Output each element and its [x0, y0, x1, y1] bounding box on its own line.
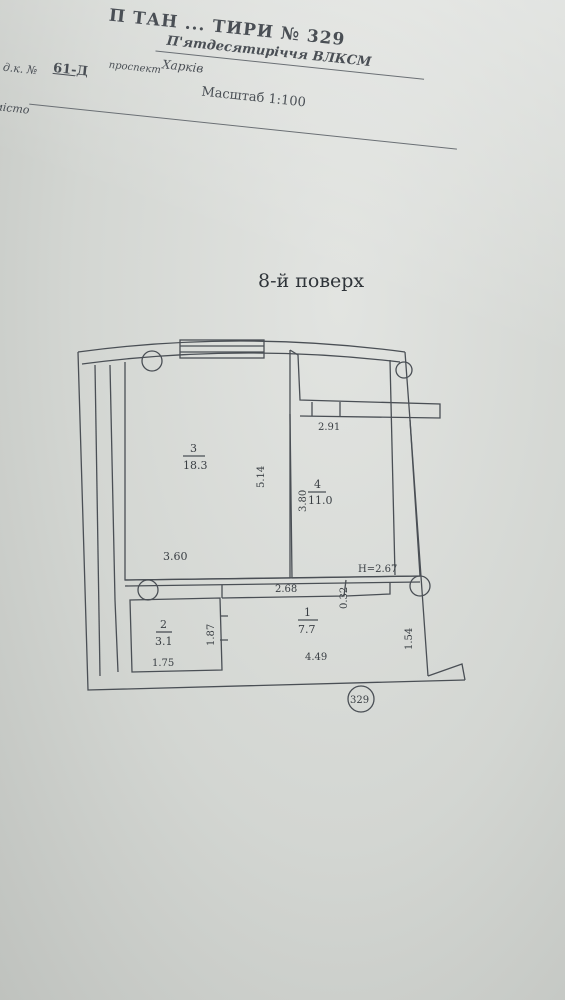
room-1-number: 1: [304, 606, 311, 619]
room-3-area: 18.3: [183, 459, 208, 472]
room-2-number: 2: [160, 618, 167, 631]
right-inner-wall: [389, 359, 396, 576]
apartment-number-circle: [347, 685, 375, 713]
room-1-walls: [221, 579, 391, 599]
ceiling-height: H=2.67: [358, 564, 397, 575]
outer-wall-right: [404, 351, 429, 677]
dim-1-75: 1.75: [152, 658, 174, 669]
dim-1-87: 1.87: [206, 624, 217, 646]
dim-4-49: 4.49: [305, 652, 327, 663]
dim-3-80: 3.80: [298, 490, 309, 512]
dim-0-32: 0.32: [339, 587, 350, 609]
apartment-number: 329: [350, 695, 369, 706]
column-top-left: [141, 350, 163, 372]
room-4-number: 4: [314, 478, 321, 491]
room-4-area: 11.0: [308, 494, 333, 507]
outer-wall-top: [77, 340, 406, 353]
middle-wall: [124, 575, 421, 581]
window-top: [179, 339, 265, 359]
left-column: [109, 364, 116, 601]
floor-title: 8-й поверх: [258, 270, 365, 292]
column-top-right: [395, 361, 413, 379]
dim-2-68: 2.68: [275, 584, 297, 595]
room-3-number: 3: [190, 442, 197, 455]
outer-wall-top-inner: [81, 352, 401, 365]
balcony-4: [289, 349, 441, 419]
outer-wall-left-bottom: [77, 351, 466, 691]
outer-wall-left-inner: [94, 364, 101, 677]
room-2-area: 3.1: [155, 635, 173, 648]
column-mid-right: [409, 575, 431, 597]
dim-3-60: 3.60: [163, 550, 188, 563]
room-1-area: 7.7: [298, 623, 316, 636]
dim-5-14: 5.14: [256, 466, 267, 488]
room-3-walls: [124, 350, 291, 581]
dim-2-91: 2.91: [318, 422, 340, 433]
column-mid-left: [137, 579, 159, 601]
room-2-walls: [129, 597, 223, 673]
dim-1-54: 1.54: [404, 628, 415, 650]
